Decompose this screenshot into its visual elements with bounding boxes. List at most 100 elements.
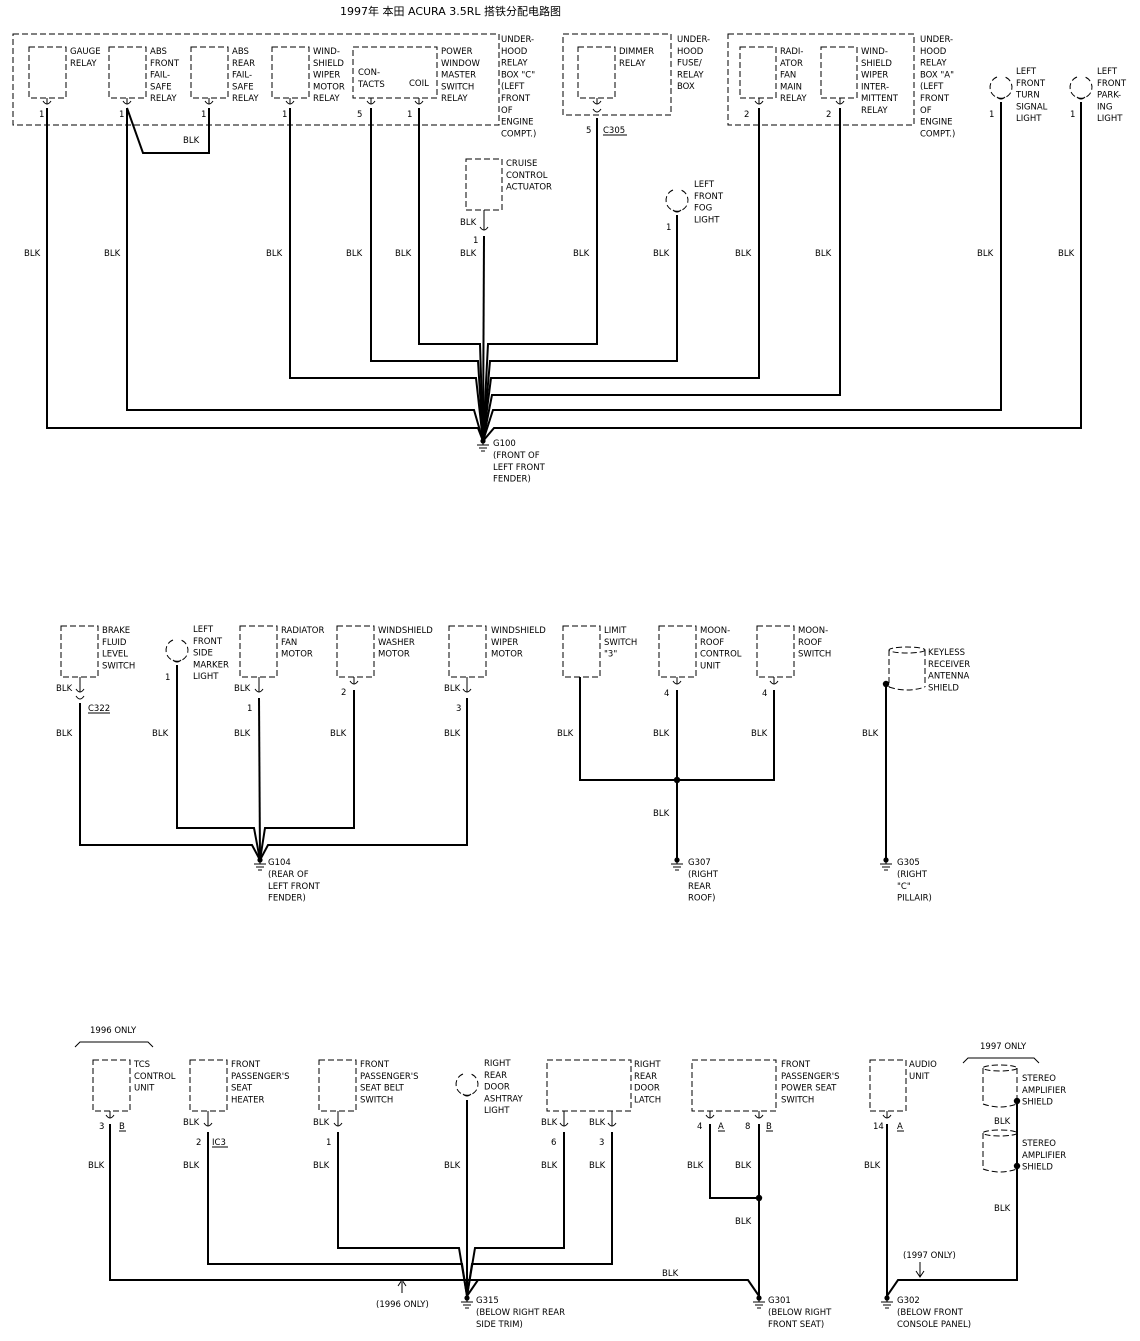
- terminal: [672, 680, 682, 685]
- terminal: [882, 1114, 892, 1119]
- terminal: [105, 1114, 115, 1119]
- pin-label: 3: [99, 1122, 104, 1132]
- relay-box-c-label: HOOD: [501, 47, 528, 57]
- terminal: [607, 1122, 617, 1127]
- stereo-shield-2-top: [982, 1129, 1018, 1137]
- terminal: [592, 100, 602, 105]
- contacts-label: CON-: [358, 68, 380, 78]
- cruise-actuator: [465, 158, 503, 211]
- parking-label: FRONT: [1097, 79, 1127, 89]
- ground-location: (REAR OF: [268, 870, 309, 880]
- fuse-relay-box-label: BOX: [677, 82, 695, 92]
- cruise-label: ACTUATOR: [506, 183, 552, 193]
- wire-color-label: BLK: [313, 1118, 330, 1128]
- ground-id: G301: [768, 1296, 791, 1306]
- relay-terminal: [285, 100, 295, 105]
- ground-g302: [884, 1295, 890, 1301]
- pin-label: 4: [697, 1122, 702, 1132]
- labels: UNDER- HOOD RELAY BOX "C" (LEFT FRONT OF ENGINE…: [24, 35, 1127, 1330]
- fan-motor-label: RADIATOR: [281, 626, 324, 636]
- year-note: (1997 ONLY): [903, 1251, 956, 1261]
- wire-color-label: BLK: [183, 136, 200, 146]
- fuse-relay-box-label: HOOD: [677, 47, 704, 57]
- pin-label: 1: [326, 1138, 331, 1148]
- stereo-label-1: AMPLIFIER: [1022, 1086, 1066, 1096]
- pin-label: 1: [165, 673, 170, 683]
- relay-0: [28, 46, 67, 99]
- stereo-shield-1: [982, 1068, 1018, 1104]
- pin-label: 1: [989, 110, 994, 120]
- moonroof-switch-label: SWITCH: [798, 650, 831, 660]
- marker-label: LEFT: [193, 625, 214, 635]
- wire-latch-6: [466, 1132, 565, 1297]
- terminal: [754, 100, 764, 105]
- pin-label: 2: [826, 110, 831, 120]
- wire-wiper-motor: [259, 698, 468, 861]
- pin-label: 3: [599, 1138, 604, 1148]
- pin-label: 4: [762, 689, 767, 699]
- wire-color-label: BLK: [444, 729, 461, 739]
- wire-abs-rear: [126, 107, 210, 154]
- power-window-relay: [352, 46, 438, 99]
- turn-signal-label: SIGNAL: [1016, 102, 1048, 112]
- relay-box-a-label: FRONT: [920, 94, 950, 104]
- moonroof-switch-label: ROOF: [798, 638, 822, 648]
- year-note: 1997 ONLY: [980, 1042, 1027, 1052]
- relay-box-c-label: UNDER-: [501, 35, 534, 45]
- stereo-shield-2: [982, 1133, 1018, 1169]
- ground-location: PILLAIR): [897, 894, 932, 904]
- terminal: [705, 1114, 715, 1119]
- tcs-unit: [92, 1059, 131, 1112]
- fuse-relay-box-label: FUSE/: [677, 59, 702, 69]
- wire-brake: [79, 703, 261, 861]
- turn-signal-bulb: [989, 76, 1013, 99]
- antenna-shield-bottom: [888, 686, 926, 691]
- ground-g307: [674, 857, 680, 863]
- ground-location: "C": [897, 882, 911, 892]
- relay-box-a-label: BOX "A": [920, 70, 954, 80]
- ground-g305: [883, 857, 889, 863]
- stereo-shield-1-bottom: [982, 1103, 1018, 1108]
- relay-1: [108, 46, 147, 99]
- dimmer-label: RELAY: [619, 59, 646, 69]
- terminal: [769, 680, 779, 685]
- cruise-label: CRUISE: [506, 159, 537, 169]
- terminal: [366, 100, 376, 105]
- relay-label: RELAY: [150, 94, 177, 104]
- relay-box-c-label: FRONT: [501, 94, 531, 104]
- ground-location: ROOF): [688, 894, 716, 904]
- ground-id: G100: [493, 439, 516, 449]
- wire-wiper-relay: [482, 108, 841, 442]
- terminal: [414, 100, 424, 105]
- wiper-relay-label: WIPER: [861, 71, 888, 81]
- brake-label: SWITCH: [102, 661, 135, 671]
- wire-coil: [418, 108, 484, 442]
- moonroof-unit: [658, 625, 697, 678]
- pin-label: 5: [586, 126, 591, 136]
- ashtray-label: ASHTRAY: [484, 1094, 524, 1104]
- note-bracket: [962, 1057, 1040, 1064]
- relay-label: FAIL-: [232, 71, 252, 81]
- terminal: [333, 1122, 343, 1127]
- wiper-label: WIPER: [491, 638, 518, 648]
- relay-box-a-label: (LEFT: [920, 82, 944, 92]
- relay-box-a-label: OF: [920, 106, 932, 116]
- relay-label: REAR: [232, 59, 255, 69]
- marker-label: LIGHT: [193, 672, 219, 682]
- fan-relay-label: ATOR: [780, 59, 803, 69]
- seat-heater-label: PASSENGER'S: [231, 1072, 290, 1082]
- fuse-relay-box: [562, 33, 672, 116]
- arrow-head: [397, 1279, 407, 1287]
- relay-label: RELAY: [70, 59, 97, 69]
- pin-label: 1: [666, 223, 671, 233]
- parking-label: LIGHT: [1097, 114, 1123, 124]
- ground-location: (BELOW RIGHT REAR: [476, 1308, 565, 1318]
- parking-label: ING: [1097, 102, 1112, 112]
- wire-color-label: BLK: [266, 249, 283, 259]
- parking-label: LEFT: [1097, 67, 1118, 77]
- audio-label: AUDIO: [909, 1060, 937, 1070]
- relay-box-a-label: ENGINE: [920, 118, 953, 128]
- wire-color-label: BLK: [88, 1161, 105, 1171]
- ground-id: G315: [476, 1296, 499, 1306]
- brake-label: FLUID: [102, 638, 127, 648]
